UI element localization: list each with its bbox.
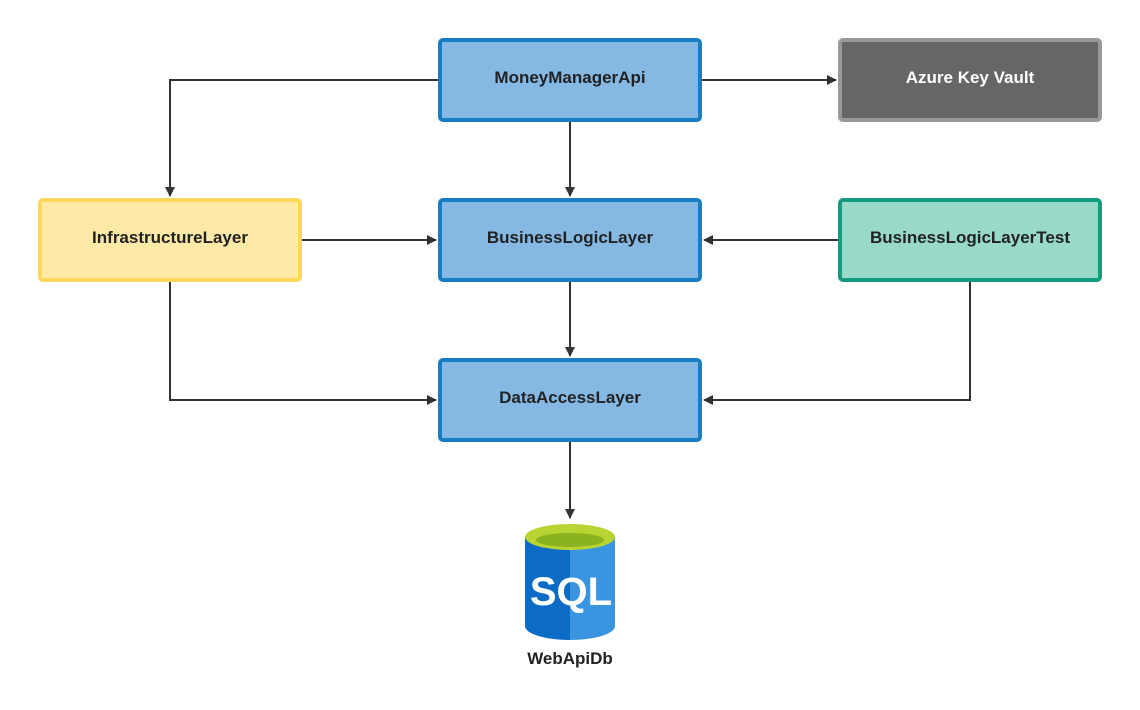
node-business-logic-layer[interactable]: BusinessLogicLayer [438, 198, 702, 282]
node-azure-key-vault[interactable]: Azure Key Vault [838, 38, 1102, 122]
edge-api-to-infrastructure [165, 79, 440, 197]
node-business-logic-layer-test-label: BusinessLogicLayerTest [870, 228, 1070, 247]
database-label: WebApiDb [527, 649, 613, 668]
sql-database-icon[interactable]: SQL [525, 524, 615, 640]
node-money-manager-api-label: MoneyManagerApi [494, 68, 645, 87]
node-money-manager-api[interactable]: MoneyManagerApi [438, 38, 702, 122]
edge-test-to-data-access [703, 280, 971, 405]
edge-infrastructure-to-data-access [169, 280, 437, 405]
node-data-access-layer[interactable]: DataAccessLayer [438, 358, 702, 442]
node-infrastructure-layer-label: InfrastructureLayer [92, 228, 248, 247]
node-azure-key-vault-label: Azure Key Vault [906, 68, 1035, 87]
node-data-access-layer-label: DataAccessLayer [499, 388, 641, 407]
connectors [165, 75, 971, 519]
sql-icon-text: SQL [530, 570, 612, 614]
node-business-logic-layer-label: BusinessLogicLayer [487, 228, 654, 247]
node-business-logic-layer-test[interactable]: BusinessLogicLayerTest [838, 198, 1102, 282]
node-infrastructure-layer[interactable]: InfrastructureLayer [38, 198, 302, 282]
